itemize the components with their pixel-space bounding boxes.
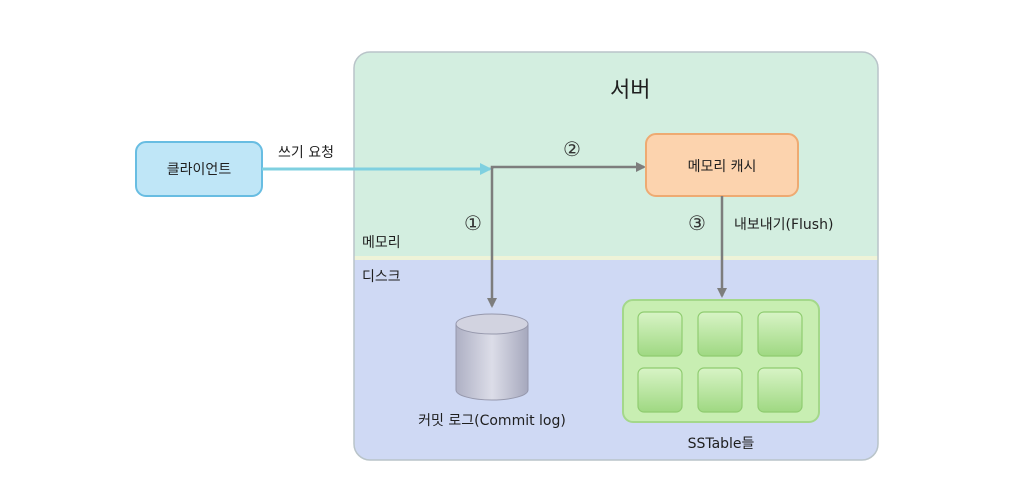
sstable-cells [637, 311, 803, 413]
step2-marker: ② [563, 137, 581, 161]
server-title: 서버 [610, 78, 651, 103]
write-request-label: 쓰기 요청 [278, 145, 334, 161]
step1-marker: ① [464, 211, 482, 235]
sstables-label: SSTable들 [687, 436, 755, 452]
zone-divider [354, 256, 878, 260]
sstable-cell [757, 311, 803, 357]
disk-zone-label: 디스크 [362, 269, 401, 285]
client-label: 클라이언트 [166, 162, 232, 178]
memory-zone-label: 메모리 [362, 235, 401, 251]
step3-marker: ③ [688, 211, 706, 235]
server-border [353, 51, 879, 461]
sstable-cell [637, 311, 683, 357]
memory-cache-label: 메모리 캐시 [687, 159, 757, 175]
commit-log-cylinder [455, 313, 529, 401]
commit-log-label: 커밋 로그(Commit log) [418, 413, 566, 429]
sstable-cell [697, 367, 743, 413]
flush-label: 내보내기(Flush) [734, 217, 834, 233]
sstable-cell [757, 367, 803, 413]
sstable-cell [697, 311, 743, 357]
sstable-cell [637, 367, 683, 413]
